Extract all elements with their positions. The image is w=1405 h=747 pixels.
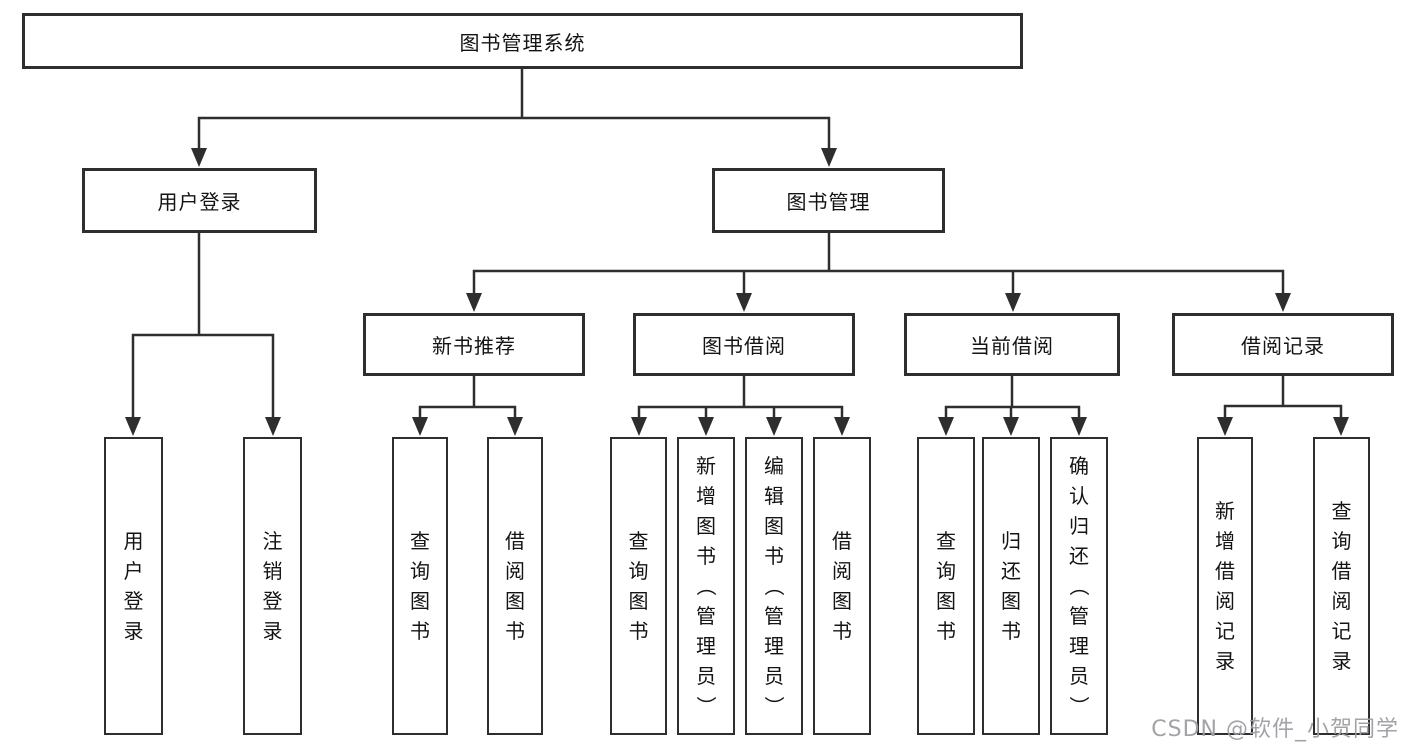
arrowhead [821,148,837,167]
arrowhead [466,293,482,312]
node-book-borrowing: 图书借阅 [633,313,855,376]
leaf-user-login: 用户登录 [104,437,163,735]
arrowhead [938,417,954,436]
leaf-label: 编辑图书（管理员） [762,454,786,716]
leaf-borrow-books-recommend: 借阅图书 [487,437,543,735]
leaf-label: 查询图书 [410,529,430,643]
node-borrowing-records: 借阅记录 [1172,313,1394,376]
node-new-book-recommendation: 新书推荐 [363,313,585,376]
node-label: 借阅记录 [1241,334,1325,358]
leaf-confirm-return-admin: 确认归还（管理员） [1050,437,1108,735]
leaf-logout: 注销登录 [243,437,302,735]
node-label: 新书推荐 [432,334,516,358]
watermark: CSDN @软件_小贺同学 [1151,717,1399,742]
arrowhead [766,417,782,436]
node-current-borrowing: 当前借阅 [904,313,1120,376]
leaf-query-books-current: 查询图书 [917,437,975,735]
leaf-query-books-recommend: 查询图书 [392,437,448,735]
leaf-label: 借阅图书 [832,529,852,643]
leaf-edit-book-admin: 编辑图书（管理员） [745,437,803,735]
leaf-label: 确认归还（管理员） [1067,454,1091,716]
arrowhead [1217,417,1233,436]
node-label: 当前借阅 [970,334,1054,358]
arrowhead [507,417,523,436]
leaf-label: 借阅图书 [505,529,525,643]
arrowhead [1275,293,1291,312]
node-label: 用户登录 [157,190,242,214]
arrowhead [265,417,281,436]
leaf-add-book-admin: 新增图书（管理员） [677,437,735,735]
leaf-label: 查询图书 [936,529,956,643]
arrowhead [834,417,850,436]
leaf-label: 查询借阅记录 [1331,499,1352,673]
arrowhead [125,417,141,436]
arrowhead [1005,293,1021,312]
arrowhead [1003,417,1019,436]
arrowhead [698,417,714,436]
leaf-query-books-borrow: 查询图书 [610,437,667,735]
node-label: 图书管理 [786,190,871,214]
leaf-label: 用户登录 [123,529,144,643]
node-library-management-system: 图书管理系统 [22,13,1023,69]
arrowhead [412,417,428,436]
arrowhead [631,417,647,436]
leaf-add-borrow-record: 新增借阅记录 [1197,437,1253,735]
arrowhead [1071,417,1087,436]
arrowhead [191,148,207,167]
arrowhead [1333,417,1349,436]
leaf-query-borrow-record: 查询借阅记录 [1313,437,1370,735]
leaf-label: 新增图书（管理员） [694,454,718,716]
leaf-label: 归还图书 [1001,529,1021,643]
leaf-return-book: 归还图书 [982,437,1040,735]
node-label: 图书借阅 [702,334,786,358]
leaf-label: 查询图书 [628,529,649,643]
leaf-label: 注销登录 [262,529,283,643]
leaf-borrow-books: 借阅图书 [813,437,871,735]
leaf-label: 新增借阅记录 [1215,499,1235,673]
arrowhead [736,293,752,312]
node-label: 图书管理系统 [459,30,586,55]
node-user-login: 用户登录 [82,168,317,233]
node-book-management: 图书管理 [712,168,945,233]
